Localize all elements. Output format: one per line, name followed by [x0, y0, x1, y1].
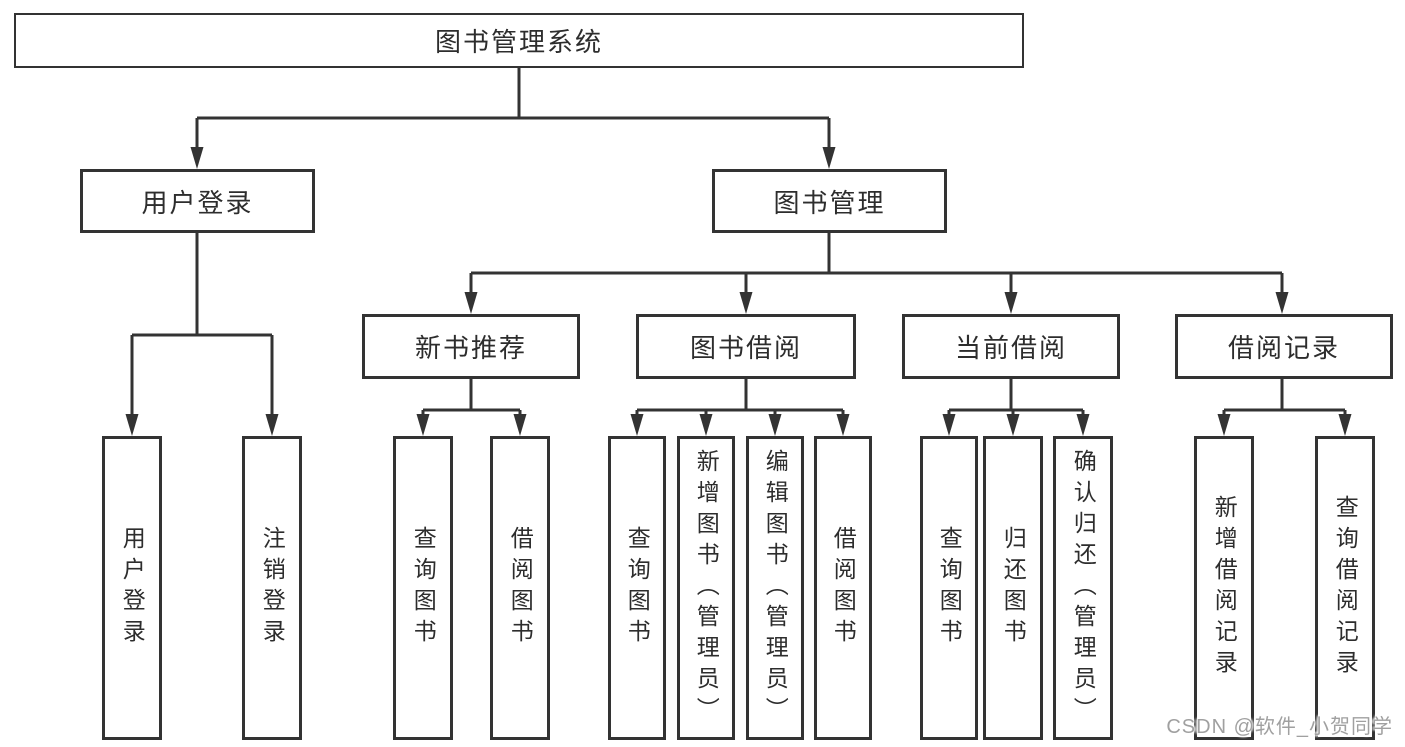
- node-book-management: 图书管理: [712, 169, 947, 233]
- leaf-borrow-borrow-book: 借阅图书: [814, 436, 872, 740]
- node-label: 新书推荐: [414, 333, 527, 363]
- leaf-label: 编辑图书（管理员）: [762, 448, 789, 728]
- node-label: 图书管理系统: [434, 27, 603, 57]
- node-label: 借阅记录: [1227, 333, 1340, 363]
- leaf-label: 注销登录: [259, 526, 286, 650]
- node-label: 当前借阅: [954, 333, 1067, 363]
- leaf-current-return-book: 归还图书: [983, 436, 1043, 740]
- node-user-login: 用户登录: [80, 169, 315, 233]
- leaf-current-confirm-return-admin: 确认归还（管理员）: [1053, 436, 1113, 740]
- node-book-borrow: 图书借阅: [636, 314, 856, 379]
- leaf-logout: 注销登录: [242, 436, 302, 740]
- leaf-user-login: 用户登录: [102, 436, 162, 740]
- leaf-label: 查询图书: [624, 526, 651, 650]
- node-label: 用户登录: [141, 187, 254, 218]
- leaf-label: 新增图书（管理员）: [693, 448, 720, 728]
- leaf-borrow-edit-book-admin: 编辑图书（管理员）: [746, 436, 804, 740]
- csdn-watermark: CSDN @软件_小贺同学: [1166, 716, 1393, 738]
- leaf-borrow-add-book-admin: 新增图书（管理员）: [677, 436, 735, 740]
- leaf-records-add-record: 新增借阅记录: [1194, 436, 1254, 740]
- node-label: 图书借阅: [689, 333, 802, 363]
- leaf-current-query-book: 查询图书: [920, 436, 978, 740]
- node-root-system: 图书管理系统: [14, 13, 1024, 68]
- leaf-borrow-query-book: 查询图书: [608, 436, 666, 740]
- leaf-recommend-query-book: 查询图书: [393, 436, 453, 740]
- leaf-records-query-record: 查询借阅记录: [1315, 436, 1375, 740]
- leaf-label: 查询图书: [410, 526, 437, 650]
- node-label: 图书管理: [773, 187, 886, 218]
- leaf-label: 新增借阅记录: [1211, 495, 1238, 681]
- node-new-book-recommend: 新书推荐: [362, 314, 580, 379]
- node-current-borrow: 当前借阅: [902, 314, 1120, 379]
- leaf-label: 查询图书: [936, 526, 963, 650]
- leaf-label: 借阅图书: [830, 526, 857, 650]
- node-borrow-records: 借阅记录: [1175, 314, 1393, 379]
- leaf-recommend-borrow-book: 借阅图书: [490, 436, 550, 740]
- leaf-label: 归还图书: [1000, 526, 1027, 650]
- leaf-label: 用户登录: [119, 526, 146, 650]
- leaf-label: 借阅图书: [507, 526, 534, 650]
- leaf-label: 确认归还（管理员）: [1070, 448, 1097, 728]
- leaf-label: 查询借阅记录: [1332, 495, 1359, 681]
